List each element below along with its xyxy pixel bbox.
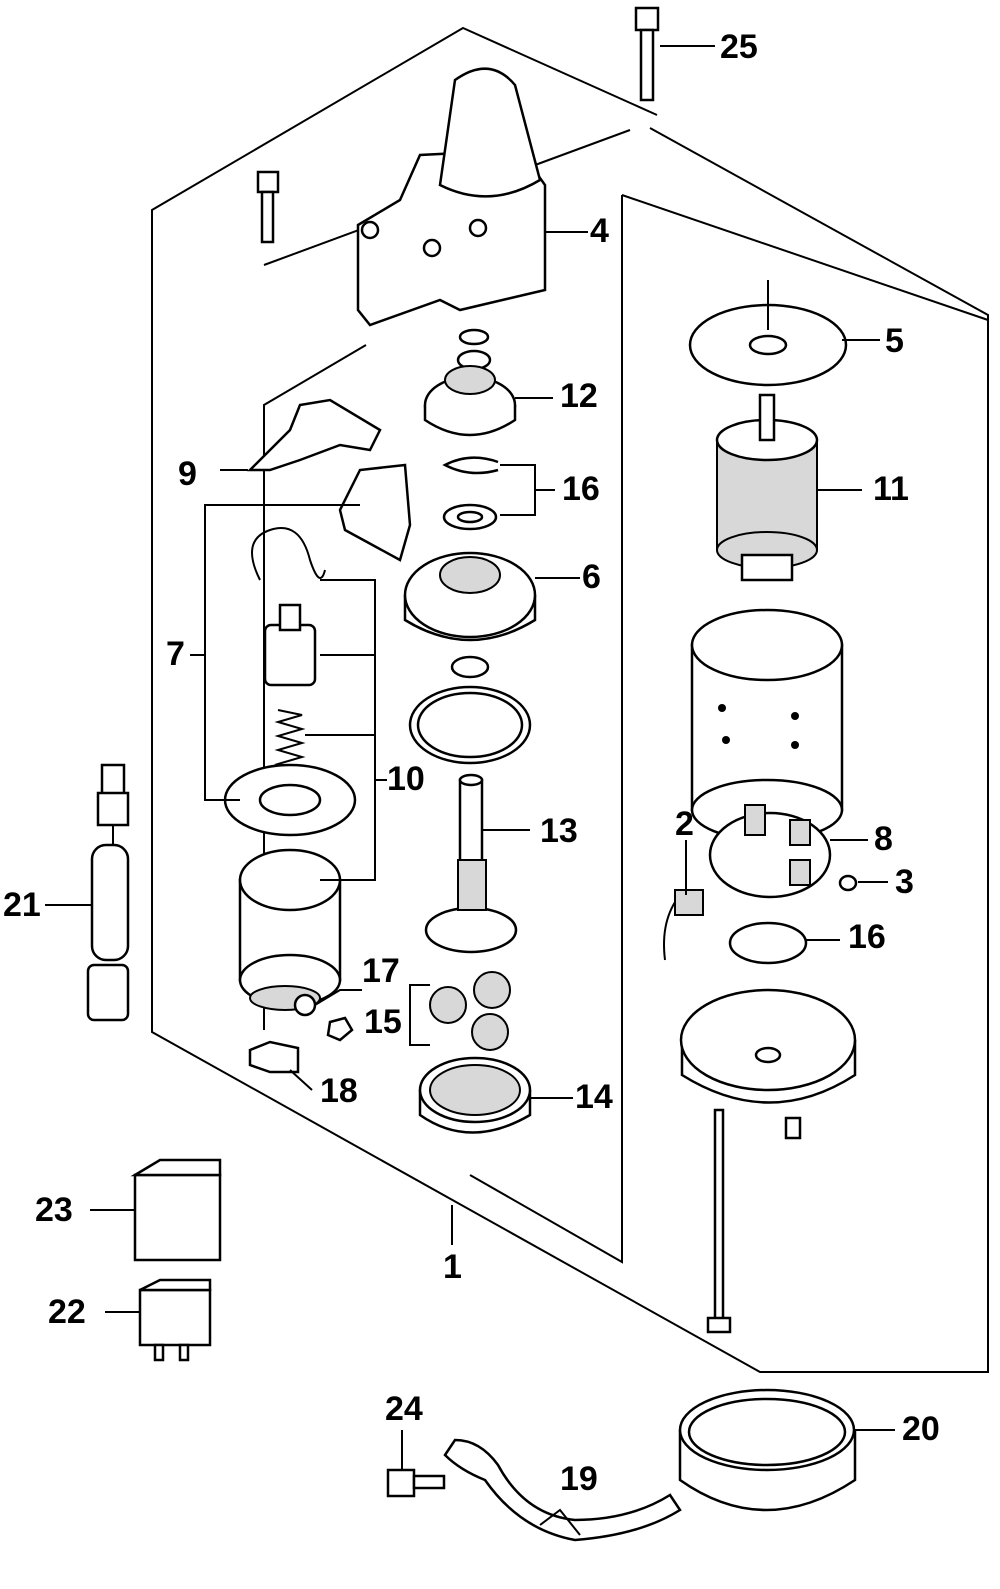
housing-bolt [256,170,280,244]
callout-19: 19 [560,1460,598,1498]
band-20 [678,1388,857,1512]
armature-11 [715,393,819,582]
callout-13: 13 [540,812,578,850]
callout-12: 12 [560,377,598,415]
pinion-12 [423,365,517,437]
callout-16-top: 16 [562,470,600,508]
cover-6 [403,551,537,642]
planet-gears-15 [429,971,511,1051]
callout-labels: 25 4 5 12 11 9 16 6 7 10 13 2 8 3 21 16 … [3,28,940,1498]
callout-18: 18 [320,1072,358,1110]
lever-9 [246,398,382,472]
callout-23: 23 [35,1191,73,1229]
end-cap [679,988,857,1104]
relay-23 [130,1158,222,1262]
relay-22 [138,1278,212,1362]
callout-25: 25 [720,28,758,66]
callout-14: 14 [575,1078,613,1116]
callout-7: 7 [166,635,185,673]
shaft-13 [424,773,518,954]
callout-4: 4 [590,212,609,250]
callout-9: 9 [178,455,197,493]
spring [274,709,306,771]
callout-16-bottom: 16 [848,918,886,956]
callout-22: 22 [48,1293,86,1331]
callout-15: 15 [364,1003,402,1041]
ring-gear-14 [418,1056,532,1134]
callout-5: 5 [885,322,904,360]
wire-harness-21 [86,763,130,1022]
callout-10: 10 [387,760,425,798]
callout-8: 8 [874,820,893,858]
callout-21: 21 [3,886,41,924]
callout-1: 1 [443,1248,462,1286]
callout-2: 2 [675,805,694,843]
drive-housing-4 [356,67,547,327]
bolt-25 [634,6,660,102]
yoke [690,608,844,842]
callout-3: 3 [895,863,914,901]
callout-6: 6 [582,558,601,596]
brush-holder-8 [708,804,832,899]
callout-24: 24 [385,1390,423,1428]
assembly-frame [151,26,989,1373]
bolt-24 [386,1468,446,1498]
leader-lines [45,45,895,1536]
strap-19 [443,1438,682,1542]
callout-11: 11 [873,470,909,508]
solenoid-body [238,848,342,1011]
callout-20: 20 [902,1410,940,1448]
callout-17: 17 [362,952,400,990]
